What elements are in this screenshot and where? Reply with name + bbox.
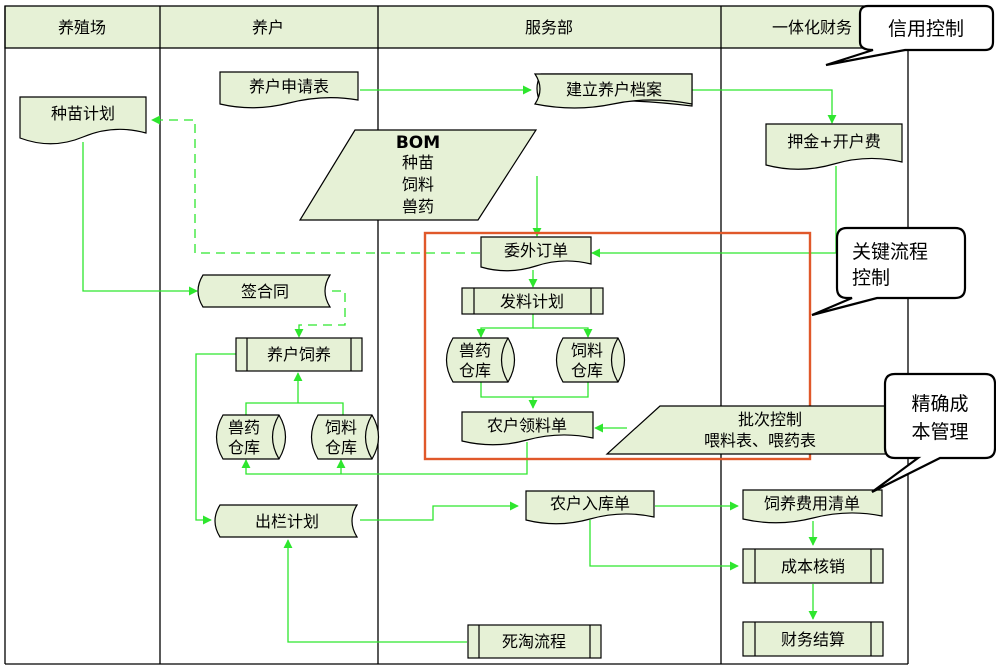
svg-text:签合同: 签合同: [241, 282, 289, 301]
node-shipment-plan: 出栏计划: [214, 504, 359, 538]
node-deposit: 押金+开户费: [765, 123, 903, 170]
connector: [476, 313, 534, 338]
svg-text:养户饲养: 养户饲养: [267, 345, 331, 364]
connector: [195, 353, 236, 525]
connector: [533, 327, 593, 338]
connector: [283, 539, 467, 643]
svg-text:兽药: 兽药: [459, 341, 491, 360]
svg-text:仓库: 仓库: [228, 438, 260, 457]
dashed-connector: [151, 115, 480, 254]
node-bom: BOM 种苗 饲料 兽药: [298, 129, 538, 221]
node-feeding: 养户饲养: [235, 337, 363, 372]
svg-text:饲料: 饲料: [571, 341, 603, 360]
connector: [589, 520, 739, 571]
node-breeder-feed-store: 饲料 仓库: [310, 414, 380, 460]
node-contract: 签合同: [197, 274, 332, 308]
svg-text:关键流程: 关键流程: [852, 241, 928, 263]
svg-text:养户申请表: 养户申请表: [249, 77, 329, 96]
svg-text:控制: 控制: [852, 267, 890, 289]
node-application-form: 养户申请表: [219, 71, 359, 109]
connector: [690, 89, 837, 124]
svg-text:农户入库单: 农户入库单: [550, 494, 630, 513]
svg-text:财务结算: 财务结算: [781, 630, 845, 649]
node-service-vet-store: 兽药 仓库: [445, 337, 516, 383]
svg-text:信用控制: 信用控制: [888, 18, 964, 40]
svg-text:仓库: 仓库: [459, 361, 491, 380]
svg-text:成本核销: 成本核销: [781, 557, 845, 576]
lane-headers: 养殖场 养户 服务部 一体化财务: [4, 5, 909, 49]
connector: [480, 382, 589, 398]
node-seedling-plan: 种苗计划: [19, 96, 147, 145]
node-death-flow: 死淘流程: [467, 624, 602, 659]
lane-title-finance: 一体化财务: [772, 18, 852, 37]
svg-text:批次控制: 批次控制: [738, 410, 802, 429]
node-outsource-order: 委外订单: [480, 236, 592, 272]
svg-text:BOM: BOM: [396, 133, 440, 153]
svg-text:饲养费用清单: 饲养费用清单: [764, 494, 860, 513]
connector: [360, 501, 519, 521]
node-breeder-vet-store: 兽药 仓库: [215, 414, 287, 460]
svg-text:出栏计划: 出栏计划: [255, 512, 319, 531]
node-service-feed-store: 饲料 仓库: [555, 337, 626, 383]
svg-text:本管理: 本管理: [911, 421, 968, 443]
lane-title-service: 服务部: [525, 18, 573, 37]
svg-text:种苗: 种苗: [402, 153, 434, 172]
svg-text:喂料表、喂药表: 喂料表、喂药表: [704, 431, 816, 450]
node-issue-plan: 发料计划: [461, 287, 604, 315]
node-archive: 建立养户档案: [533, 73, 693, 109]
node-cost-writeoff: 成本核销: [742, 548, 884, 584]
connector: [591, 166, 837, 258]
svg-text:发料计划: 发料计划: [500, 292, 564, 311]
svg-text:种苗计划: 种苗计划: [51, 104, 115, 123]
lane-title-breeder: 养户: [252, 18, 284, 37]
svg-text:精确成: 精确成: [911, 393, 968, 415]
svg-text:农户领料单: 农户领料单: [487, 416, 567, 435]
callout-key-process: 关键流程 控制: [811, 226, 967, 317]
node-inbound: 农户入库单: [525, 490, 655, 525]
svg-text:兽药: 兽药: [402, 197, 434, 216]
svg-text:兽药: 兽药: [228, 418, 260, 437]
node-pick-list: 农户领料单: [461, 411, 594, 446]
connector: [245, 402, 344, 415]
node-settlement: 财务结算: [742, 621, 884, 657]
connector: [82, 142, 198, 296]
svg-text:死淘流程: 死淘流程: [502, 632, 566, 651]
callout-credit: 信用控制: [825, 4, 995, 67]
key-process-box: [423, 231, 812, 461]
svg-text:饲料: 饲料: [402, 175, 434, 194]
svg-text:仓库: 仓库: [571, 361, 603, 380]
dashed-connector: [294, 290, 346, 338]
lane-title-farm: 养殖场: [58, 18, 106, 37]
callout-precise-cost: 精确成 本管理: [871, 372, 996, 493]
svg-text:委外订单: 委外订单: [504, 241, 568, 260]
svg-text:仓库: 仓库: [325, 438, 357, 457]
header-bar: [4, 5, 909, 49]
svg-text:押金+开户费: 押金+开户费: [787, 132, 880, 151]
node-batch-control: 批次控制 喂料表、喂药表: [605, 405, 891, 455]
svg-text:建立养户档案: 建立养户档案: [566, 80, 662, 99]
node-feeding-cost: 饲养费用清单: [742, 489, 883, 524]
svg-text:饲料: 饲料: [325, 418, 357, 437]
